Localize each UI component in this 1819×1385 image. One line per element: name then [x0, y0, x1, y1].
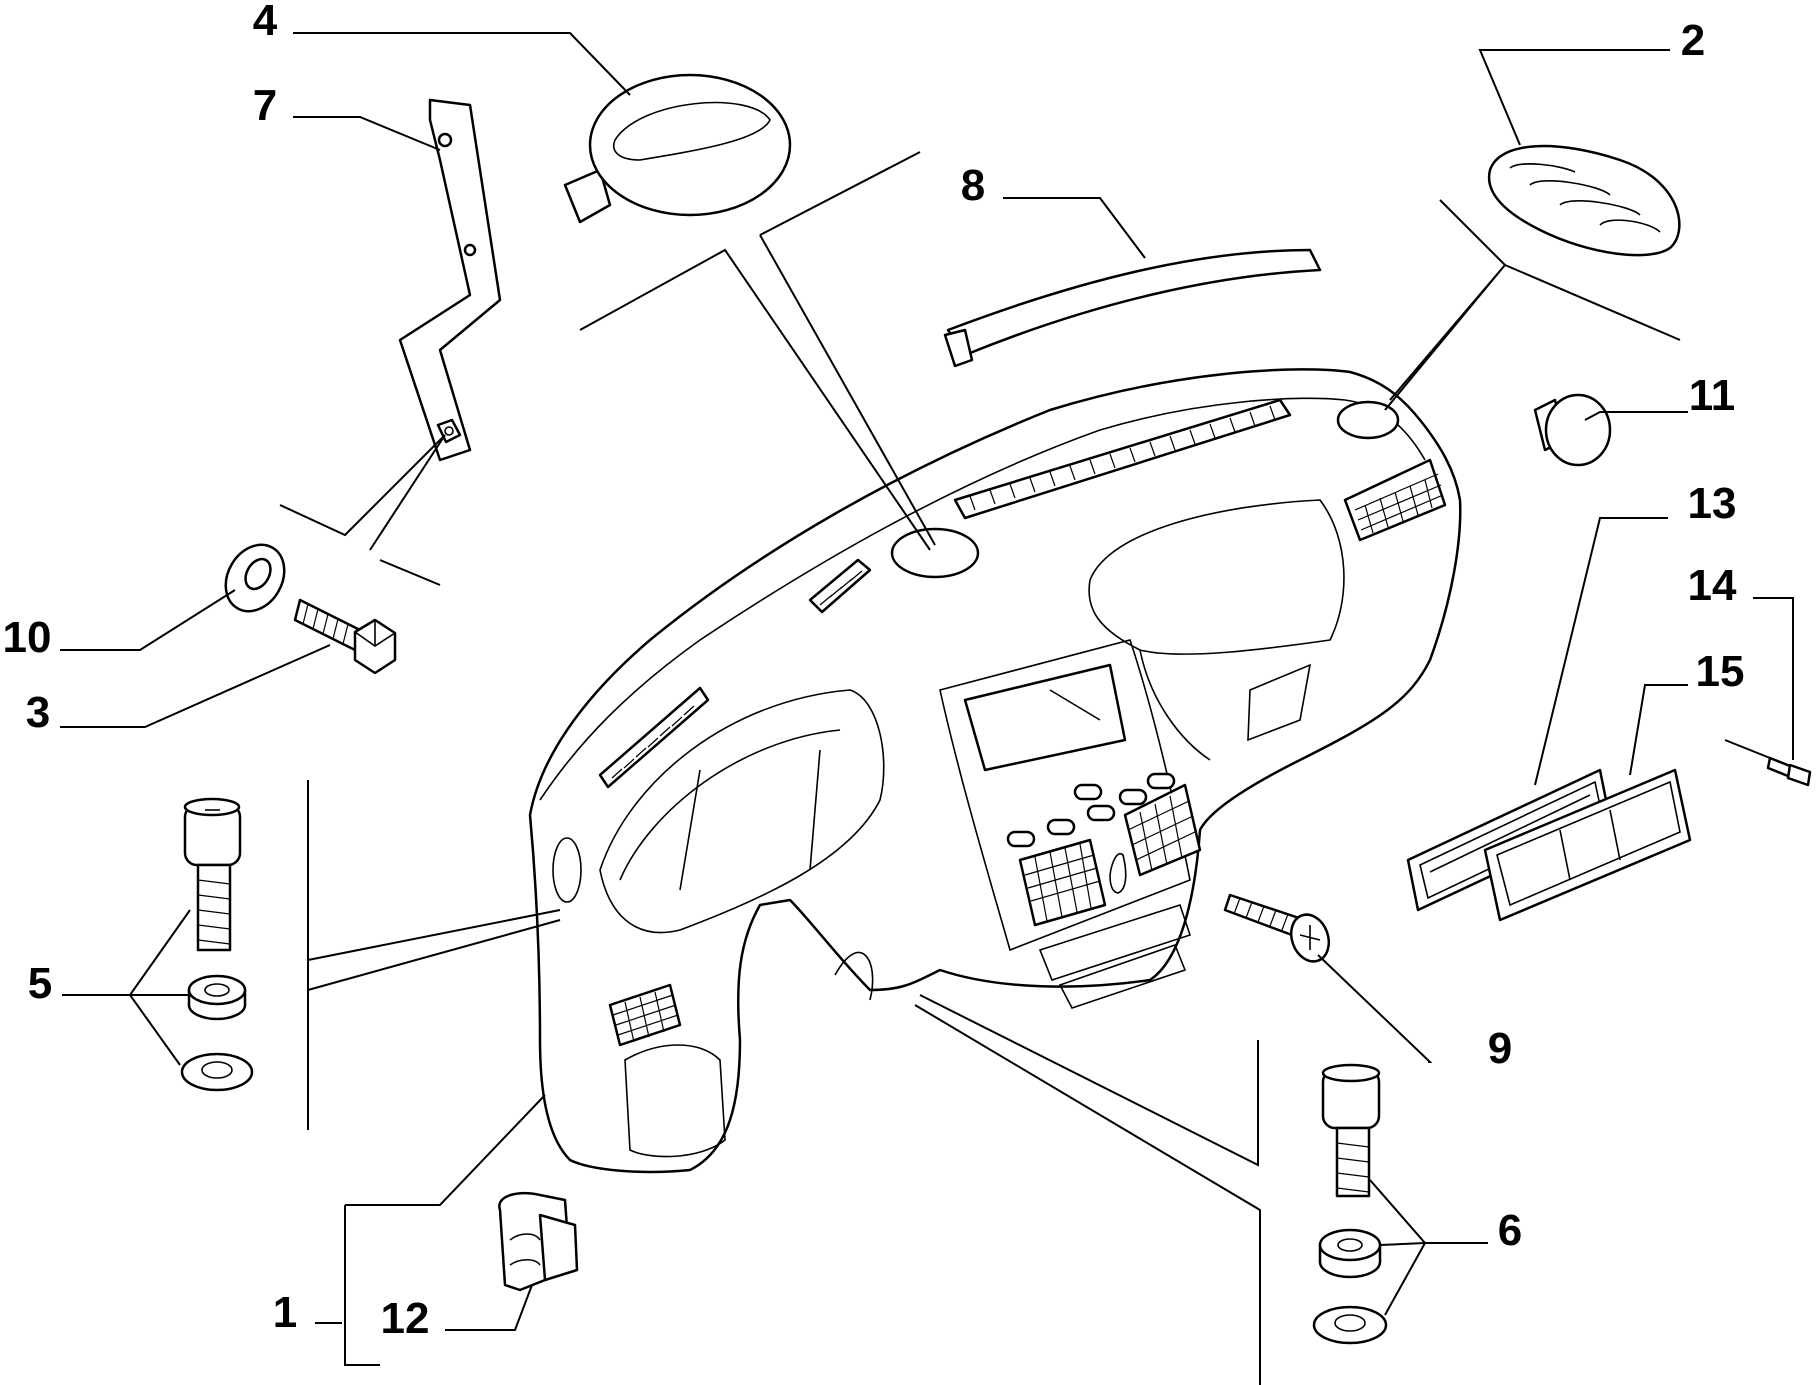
center-stack-buttons — [1006, 772, 1176, 848]
part-5-bolt-and-washers — [180, 797, 254, 1092]
part-4-speaker-cover — [563, 73, 792, 224]
leader-lines — [60, 32, 1794, 1385]
part-2-speaker-grille-cover — [1487, 144, 1681, 257]
callout-14: 14 — [1688, 561, 1737, 610]
callout-13: 13 — [1688, 479, 1737, 528]
part-6-bolt-and-washers — [1312, 1063, 1388, 1345]
right-speaker-opening — [1336, 400, 1400, 440]
callout-7: 7 — [253, 81, 277, 130]
part-12-clip — [498, 1191, 579, 1292]
callout-12: 12 — [381, 1294, 430, 1343]
callout-labels: 4 7 8 2 11 13 14 15 10 3 5 6 9 1 12 — [3, 0, 1745, 1343]
part-3-hex-bolt — [293, 598, 397, 675]
callout-3: 3 — [26, 688, 50, 737]
part-9-screw — [1223, 893, 1331, 963]
center-left-vent — [1018, 838, 1107, 927]
callout-10: 10 — [3, 613, 52, 662]
part-8-trim-strip — [943, 248, 1322, 368]
part-14-pin — [1724, 739, 1812, 787]
right-air-vent — [1343, 458, 1447, 542]
part-15-bezel-frame — [1483, 768, 1692, 922]
callout-5: 5 — [28, 959, 52, 1008]
center-speaker-opening — [890, 527, 980, 579]
callout-1: 1 — [273, 1288, 297, 1337]
callout-4: 4 — [253, 0, 278, 45]
callout-15: 15 — [1696, 647, 1745, 696]
callout-11: 11 — [1689, 371, 1736, 420]
part-11-plug — [1533, 393, 1612, 467]
callout-6: 6 — [1498, 1206, 1522, 1255]
part-10-washer — [224, 543, 286, 613]
defroster-grille — [598, 398, 1292, 789]
dashboard-body — [528, 368, 1462, 1174]
callout-2: 2 — [1681, 16, 1705, 65]
callout-9: 9 — [1488, 1024, 1512, 1073]
callout-8: 8 — [961, 161, 985, 210]
part-7-support-bracket — [398, 98, 502, 462]
